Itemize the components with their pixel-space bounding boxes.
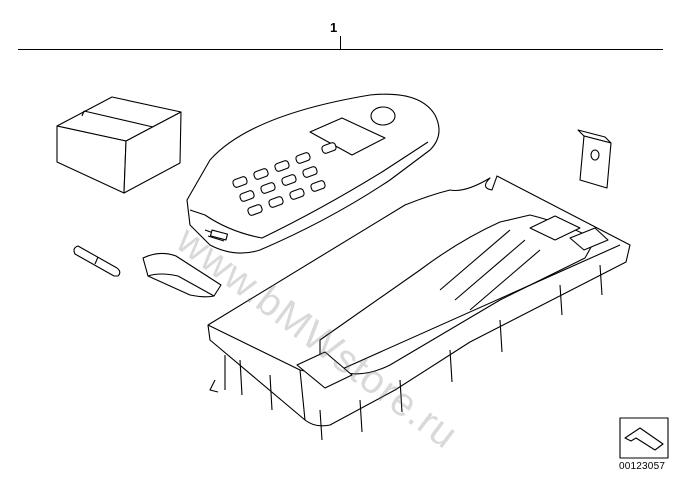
arrow-navigation-icon — [619, 417, 669, 459]
diagram-part-number: 00123057 — [619, 461, 666, 472]
phone-handset-icon — [186, 93, 440, 254]
tray-icon — [207, 175, 631, 441]
bracket-icon — [577, 129, 612, 189]
callout-number: 1 — [330, 20, 338, 35]
box-icon — [56, 96, 182, 194]
clip-icon — [142, 252, 222, 298]
reference-line — [18, 49, 663, 50]
callout-tick — [340, 36, 341, 49]
fuse-icon — [73, 245, 121, 277]
